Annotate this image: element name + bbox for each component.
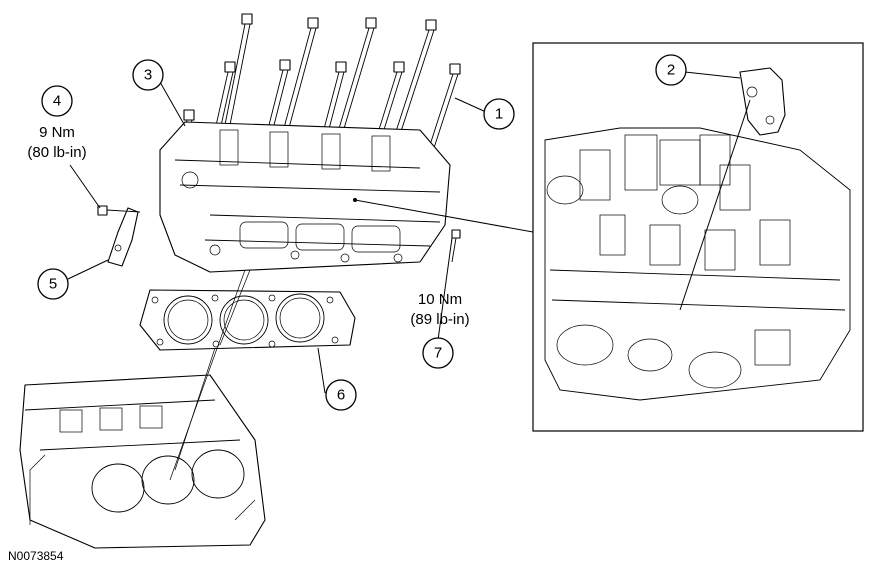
torque-spec-4-metric: 9 Nm xyxy=(39,124,75,141)
torque-spec-7-imperial: (89 lb-in) xyxy=(410,311,469,328)
cylinder-head xyxy=(159,121,451,273)
head-gasket xyxy=(139,289,356,351)
callout-7: 7 xyxy=(422,337,454,369)
engine-block xyxy=(19,374,266,549)
torque-spec-7: 10 Nm (89 lb-in) xyxy=(410,291,469,328)
callout-7-number: 7 xyxy=(434,345,442,362)
callout-1: 1 xyxy=(483,98,515,130)
callout-5-number: 5 xyxy=(49,276,57,293)
callout-4-number: 4 xyxy=(53,93,61,110)
callout-5: 5 xyxy=(37,268,69,300)
manifold-stud xyxy=(451,229,461,263)
callout-6-number: 6 xyxy=(337,387,345,404)
callout-2-number: 2 xyxy=(667,62,675,79)
callout-2: 2 xyxy=(655,54,687,86)
callout-6: 6 xyxy=(325,379,357,411)
callout-4: 4 xyxy=(41,85,73,117)
detail-inset xyxy=(532,42,864,432)
torque-spec-7-metric: 10 Nm xyxy=(418,291,462,308)
alignment-lines xyxy=(169,269,251,481)
inset-connector-line xyxy=(354,199,534,233)
torque-spec-4-imperial: (80 lb-in) xyxy=(27,144,86,161)
figure-id: N0073854 xyxy=(8,549,64,563)
callout-3: 3 xyxy=(132,59,164,91)
bracket-bolt xyxy=(97,205,141,216)
bracket xyxy=(107,207,139,267)
callout-1-number: 1 xyxy=(495,106,503,123)
torque-spec-4: 9 Nm (80 lb-in) xyxy=(27,124,86,161)
leader-lines xyxy=(67,71,751,394)
inset-connector-dot xyxy=(353,198,357,202)
callout-3-number: 3 xyxy=(144,67,152,84)
